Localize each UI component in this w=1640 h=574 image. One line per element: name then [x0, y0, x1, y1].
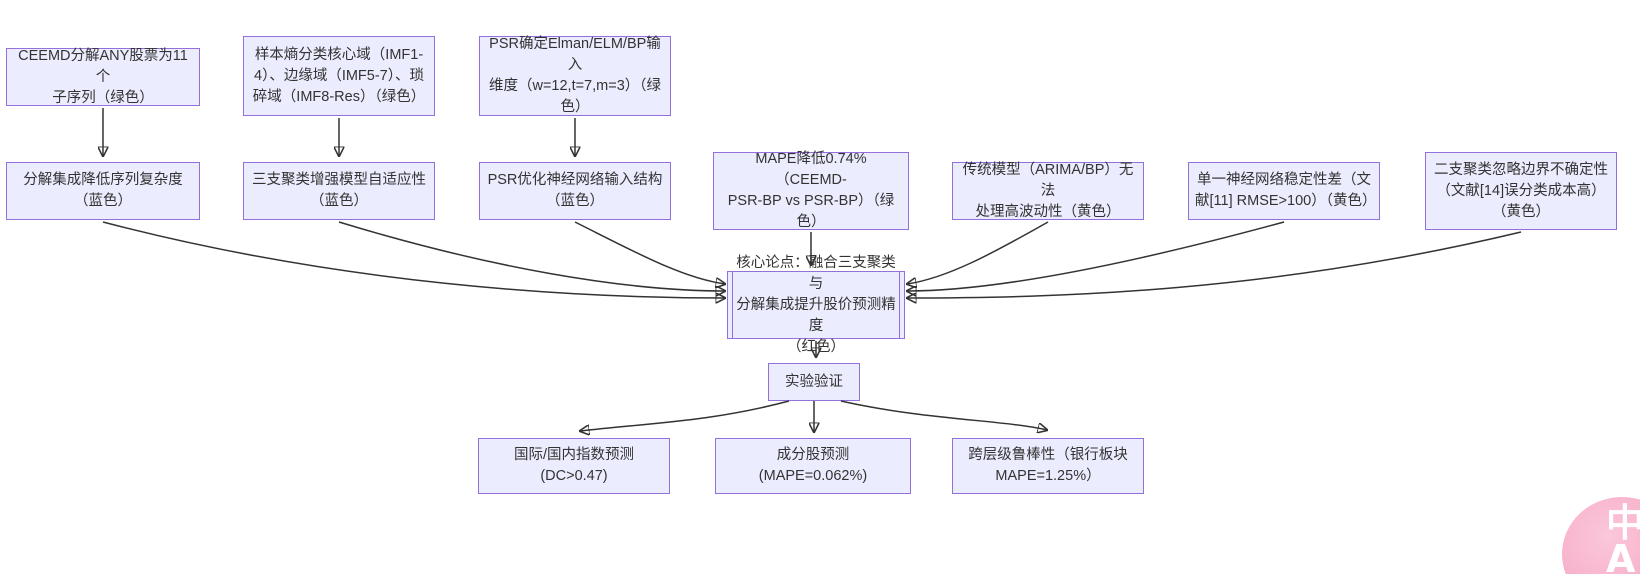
node-constituent-prediction: 成分股预测 (MAPE=0.062%)	[715, 438, 911, 494]
node-two-way-limit: 二支聚类忽略边界不确定性 （文献[14]误分类成本高） （黄色）	[1425, 152, 1617, 230]
node-experiment-validation: 实验验证	[768, 363, 860, 401]
node-index-prediction: 国际/国内指数预测 (DC>0.47)	[478, 438, 670, 494]
node-traditional-limit: 传统模型（ARIMA/BP）无法 处理高波动性（黄色）	[952, 162, 1144, 220]
node-decompose-complexity: 分解集成降低序列复杂度 （蓝色）	[6, 162, 200, 220]
node-single-nn-instability: 单一神经网络稳定性差（文 献[11] RMSE>100）（黄色）	[1188, 162, 1380, 220]
edge-adaptivity-to-core	[338, 221, 725, 291]
edge-complexity-to-core	[102, 221, 725, 298]
edge-singlenn-to-core	[907, 221, 1285, 291]
node-psr-dimension: PSR确定Elman/ELM/BP输入 维度（w=12,t=7,m=3）（绿 色…	[479, 36, 671, 116]
node-mape-reduction: MAPE降低0.74%（CEEMD- PSR-BP vs PSR-BP）（绿 色…	[713, 151, 909, 230]
translate-badge-label: 中 A	[1606, 501, 1640, 574]
node-core-thesis: 核心论点：融合三支聚类与 分解集成提升股价预测精度 （红色）	[727, 255, 905, 355]
node-sample-entropy-domains: 样本熵分类核心域（IMF1- 4）、边缘域（IMF5-7）、琐 碎域（IMF8-…	[243, 36, 435, 116]
node-ceemd-decompose: CEEMD分解ANY股票为11个 子序列（绿色）	[6, 48, 200, 106]
edge-experiment-to-index	[580, 400, 790, 431]
edge-twoway-to-core	[907, 231, 1522, 298]
edge-experiment-to-robustness	[840, 400, 1047, 430]
node-cross-level-robustness: 跨层级鲁棒性（银行板块 MAPE=1.25%）	[952, 438, 1144, 494]
edge-structure-to-core	[574, 221, 725, 284]
edge-traditional-to-core	[907, 221, 1049, 284]
node-psr-input-structure: PSR优化神经网络输入结构 （蓝色）	[479, 162, 671, 220]
node-three-way-adaptivity: 三支聚类增强模型自适应性 （蓝色）	[243, 162, 435, 220]
translate-float-button[interactable]: 中 A	[1562, 497, 1640, 574]
